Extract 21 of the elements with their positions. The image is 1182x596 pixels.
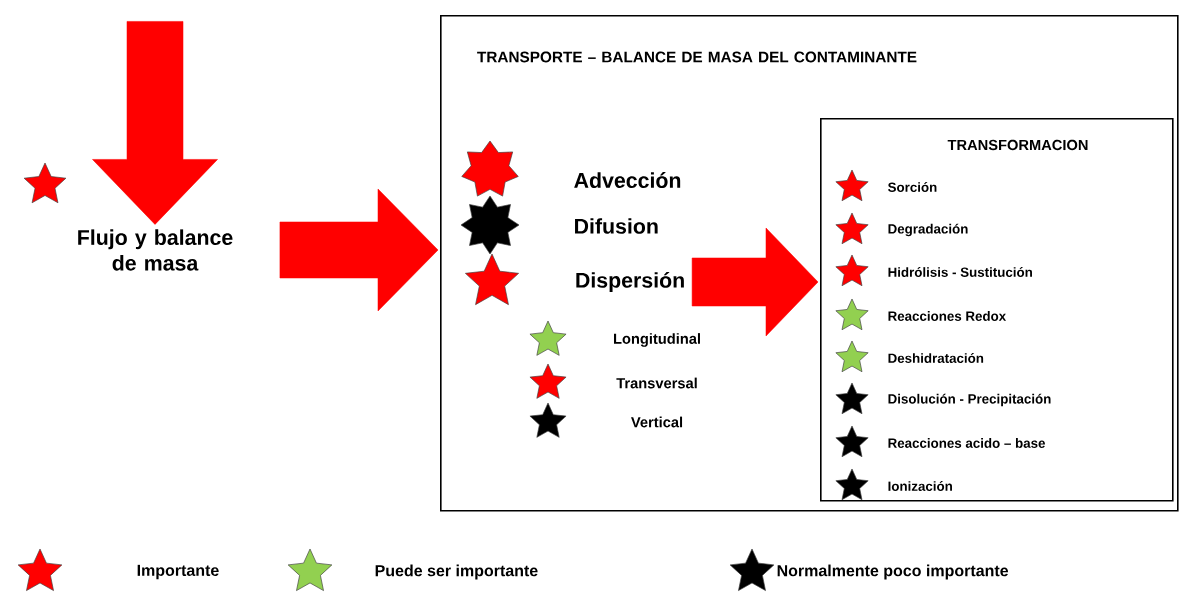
legend-label: Normalmente poco importante: [777, 564, 1009, 580]
heading-text: Flujo y balance de masa: [78, 229, 233, 271]
item-label: Degradación: [888, 223, 968, 237]
item-label: Hidrólisis - Sustitución: [888, 267, 1032, 277]
item-label: Transversal: [616, 377, 697, 389]
item-label: Disolución - Precipitación: [888, 393, 1051, 407]
item-label: Reacciones Redox: [888, 311, 1007, 321]
item-label: Vertical: [631, 416, 683, 428]
item-label: Deshidratación: [888, 353, 984, 363]
block-arrow: [691, 227, 819, 337]
item-label: Sorción: [888, 182, 937, 192]
block-arrow: [279, 188, 439, 312]
item-label: Ionización: [888, 481, 952, 491]
item-label: Reacciones acido – base: [888, 438, 1045, 448]
item-label: Longitudinal: [614, 333, 700, 347]
item-label: Advección: [574, 172, 681, 188]
item-label: Difusion: [575, 218, 658, 234]
heading-text: Dispersión: [576, 271, 684, 293]
legend-label: Puede ser importante: [375, 564, 538, 580]
block-arrow: [92, 21, 218, 225]
legend-label: Importante: [137, 564, 219, 580]
